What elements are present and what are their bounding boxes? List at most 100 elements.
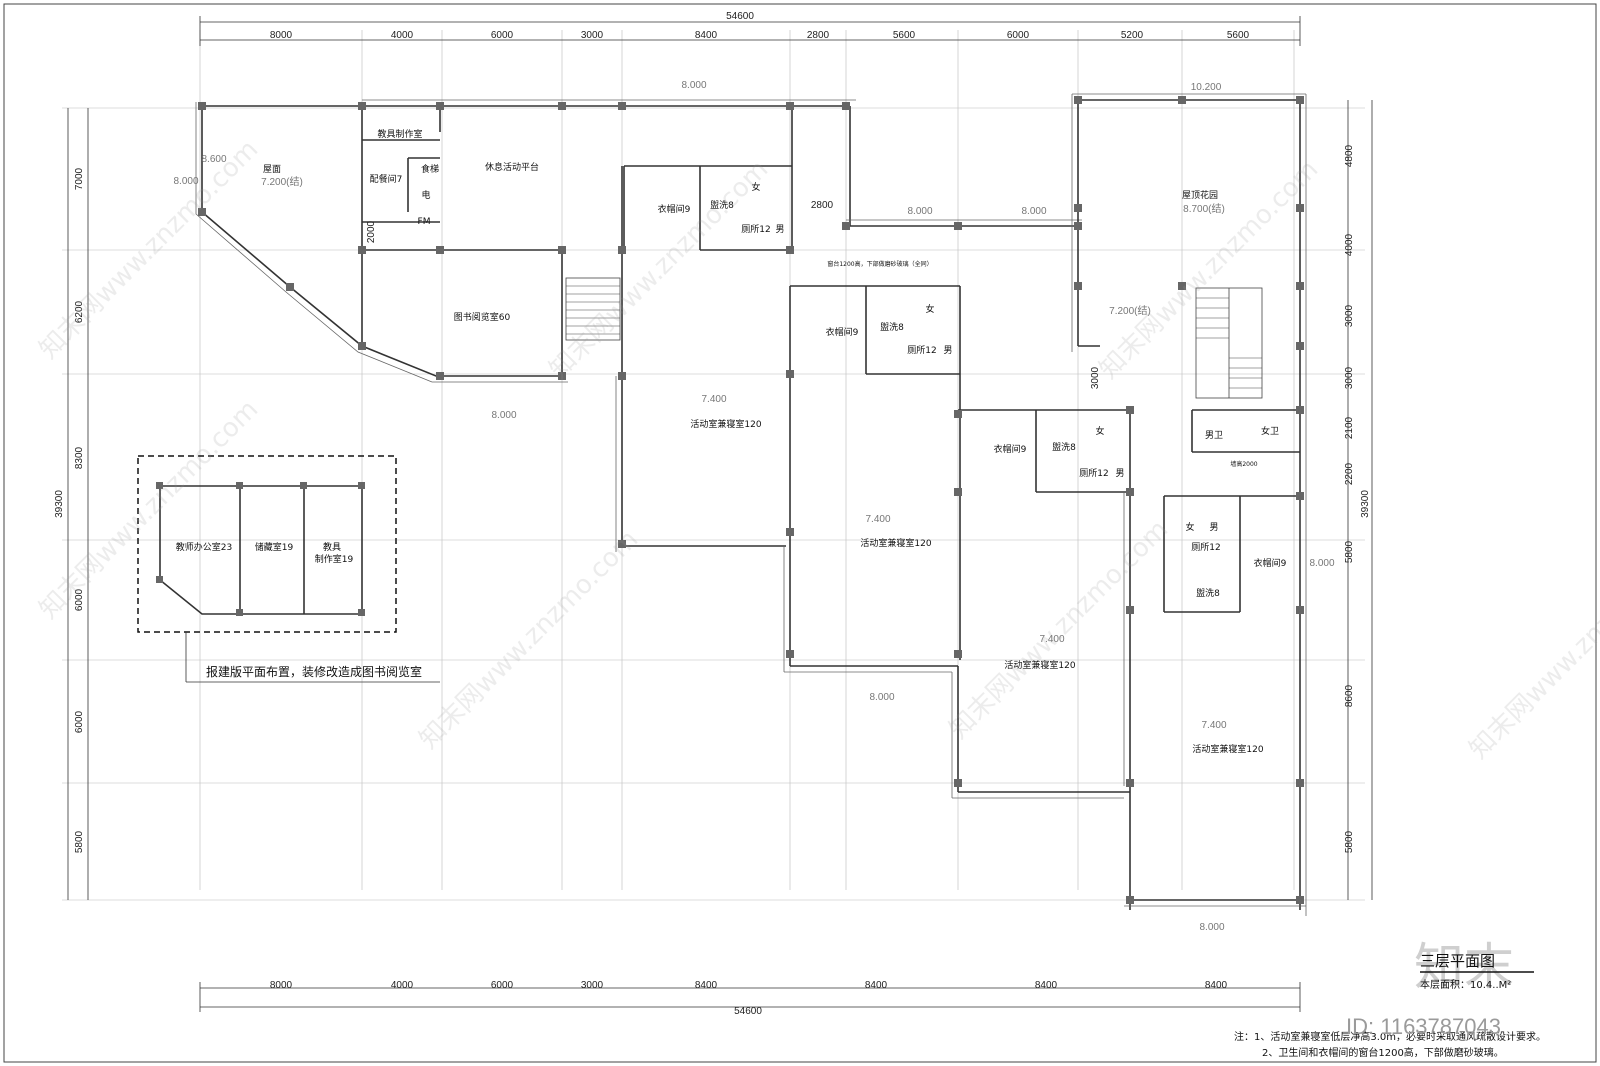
dim-right-7: 5800 — [1344, 540, 1355, 563]
staircase-2 — [1195, 287, 1263, 399]
room-activity-4: 活动室兼寝室120 — [1192, 743, 1263, 755]
room-electric: 电 — [421, 189, 430, 201]
toilet-2-male: 男 — [943, 345, 952, 356]
alt-layout-note: 报建版平面布置，装修改造成图书阅览室 — [206, 664, 422, 679]
watermark-6: 知末网www.znzmo.com — [1094, 154, 1325, 385]
dim-right-4: 3000 — [1344, 366, 1355, 389]
toilet-3-female: 女 — [1095, 425, 1104, 437]
dim-top-10: 5600 — [1227, 30, 1250, 41]
elev-top-8000: 8.000 — [681, 80, 706, 91]
elev-reading-8000: 8.000 — [491, 410, 516, 421]
dim-right-8: 8600 — [1344, 684, 1355, 707]
dim-right-2: 4000 — [1344, 233, 1355, 256]
dim-right-9: 5800 — [1344, 830, 1355, 853]
room-washroom-4: 盥洗8 — [1196, 587, 1220, 599]
toilet-4-female: 女 — [1185, 521, 1194, 533]
toilet-2-female: 女 — [925, 303, 934, 315]
right-dimensions: 39300 4800 4000 3000 3000 2100 2200 5800… — [1344, 100, 1373, 900]
room-reading: 图书阅览室60 — [454, 311, 511, 323]
dim-top-6: 2800 — [807, 30, 830, 41]
dim-top-3: 6000 — [491, 30, 514, 41]
roof-elevation: 7.200(结) — [261, 175, 303, 188]
structural-columns — [198, 96, 1304, 904]
dim-total-left: 39300 — [54, 490, 65, 518]
room-cloakroom-1: 衣帽间9 — [658, 203, 691, 215]
dim-left-4: 6000 — [74, 588, 85, 611]
toilet-3-male: 男 — [1115, 468, 1124, 479]
dim-left-3: 8300 — [74, 446, 85, 469]
dim-right-5: 2100 — [1344, 416, 1355, 439]
watermark-7: 知末网www.znzmo.com — [1464, 534, 1600, 765]
room-washroom-3: 盥洗8 — [1052, 441, 1076, 453]
toilet-1-female: 女 — [751, 181, 760, 193]
drawing-title: 三层平面图 — [1420, 952, 1495, 970]
dim-top-4: 3000 — [581, 30, 604, 41]
left-dimensions: 39300 7000 6200 8300 6000 6000 5800 — [54, 108, 89, 900]
elev-top-10200: 10.200 — [1191, 82, 1222, 93]
elev-right-8000: 8.000 — [1309, 558, 1334, 569]
dim-left-6: 5800 — [74, 830, 85, 853]
dim-right-1: 4800 — [1344, 144, 1355, 167]
elev-act2-8000: 8.000 — [869, 692, 894, 703]
watermark-3: 知末网www.znzmo.com — [414, 524, 645, 755]
note-line-1: 注：1、活动室兼寝室低层净高3.0m，必要时采取通风疏散设计要求。 — [1234, 1030, 1546, 1043]
dim-top-7: 5600 — [893, 30, 916, 41]
room-activity-3: 活动室兼寝室120 — [1004, 659, 1075, 671]
elev-corridor-8000-b: 8.000 — [1021, 206, 1046, 217]
elev-act4-7400: 7.400 — [1201, 720, 1226, 731]
dim-total-bottom: 54600 — [734, 1006, 762, 1017]
dim-bottom-1: 8000 — [270, 980, 293, 991]
toilet-1-male: 男 — [775, 224, 784, 235]
dim-2000-inline: 2000 — [366, 220, 377, 243]
watermark-5: 知末网www.znzmo.com — [944, 514, 1175, 745]
room-roof-garden: 屋顶花园 — [1182, 189, 1218, 201]
room-food-lift: 食梯 — [421, 163, 439, 175]
room-lounge-platform: 休息活动平台 — [485, 161, 539, 173]
dim-total-top: 54600 — [726, 11, 754, 22]
dim-top-5: 8400 — [695, 30, 718, 41]
inline-dimensions: 2800 2000 3000 — [366, 200, 1101, 389]
room-activity-2: 活动室兼寝室120 — [860, 537, 931, 549]
bottom-dimensions: 8000 4000 6000 3000 8400 8400 8400 8400 … — [199, 980, 1301, 1017]
room-men-wc: 男卫 — [1205, 430, 1223, 441]
top-dimensions: 54600 8000 4000 6000 3000 8400 2800 5600… — [199, 11, 1301, 46]
garden-elevation: 8.700(结) — [1183, 202, 1225, 215]
room-washroom-2: 盥洗8 — [880, 321, 904, 333]
room-tool-workshop: 教具制作室 — [377, 128, 422, 140]
room-labels: 屋面 7.200(结) 教具制作室 配餐间7 食梯 电 FM 休息活动平台 衣帽… — [176, 128, 1287, 755]
room-tool-room-line2: 制作室19 — [315, 553, 354, 565]
room-activity-1: 活动室兼寝室120 — [690, 418, 761, 430]
elevation-markers: 8.000 10.200 8.600 8.000 8.000 8.000 8.0… — [173, 80, 1334, 933]
dim-top-9: 5200 — [1121, 30, 1144, 41]
room-pantry: 配餐间7 — [370, 173, 403, 185]
elevation-7200: 7.200(结) — [1109, 304, 1151, 317]
dim-left-1: 7000 — [74, 167, 85, 190]
dim-2800-inline: 2800 — [811, 200, 834, 211]
dim-right-3: 3000 — [1344, 304, 1355, 327]
elev-act2-7400: 7.400 — [865, 514, 890, 525]
room-tool-room-line1: 教具 — [323, 541, 341, 553]
dim-top-8: 6000 — [1007, 30, 1030, 41]
dim-top-1: 8000 — [270, 30, 293, 41]
room-cloakroom-2: 衣帽间9 — [826, 326, 859, 338]
elev-roof-8000: 8.000 — [173, 176, 198, 187]
title-block: 知末 三层平面图 本层面积：10.4..M² 注：1、活动室兼寝室低层净高3.0… — [1234, 938, 1546, 1059]
room-cloakroom-4: 衣帽间9 — [1254, 557, 1287, 569]
staircase-1 — [565, 277, 621, 341]
dim-total-right: 39300 — [1360, 490, 1371, 518]
room-toilet-1: 厕所12 — [741, 224, 770, 235]
room-toilet-3: 厕所12 — [1079, 468, 1108, 479]
dim-bottom-3: 6000 — [491, 980, 514, 991]
elev-corridor-8000-a: 8.000 — [907, 206, 932, 217]
room-toilet-2: 厕所12 — [907, 345, 936, 356]
elev-bottom-8000: 8.000 — [1199, 922, 1224, 933]
window-sill-note: 窗台1200高，下部做磨砂玻璃（全同） — [827, 260, 932, 268]
dim-bottom-6: 8400 — [865, 980, 888, 991]
dim-top-2: 4000 — [391, 30, 414, 41]
toilet-4-male: 男 — [1209, 522, 1218, 533]
image-id: ID: 1163787043 — [1346, 1014, 1501, 1039]
elev-8600: 8.600 — [201, 154, 226, 165]
room-teacher-office: 教师办公室23 — [176, 541, 232, 553]
elev-act1-7400: 7.400 — [701, 394, 726, 405]
